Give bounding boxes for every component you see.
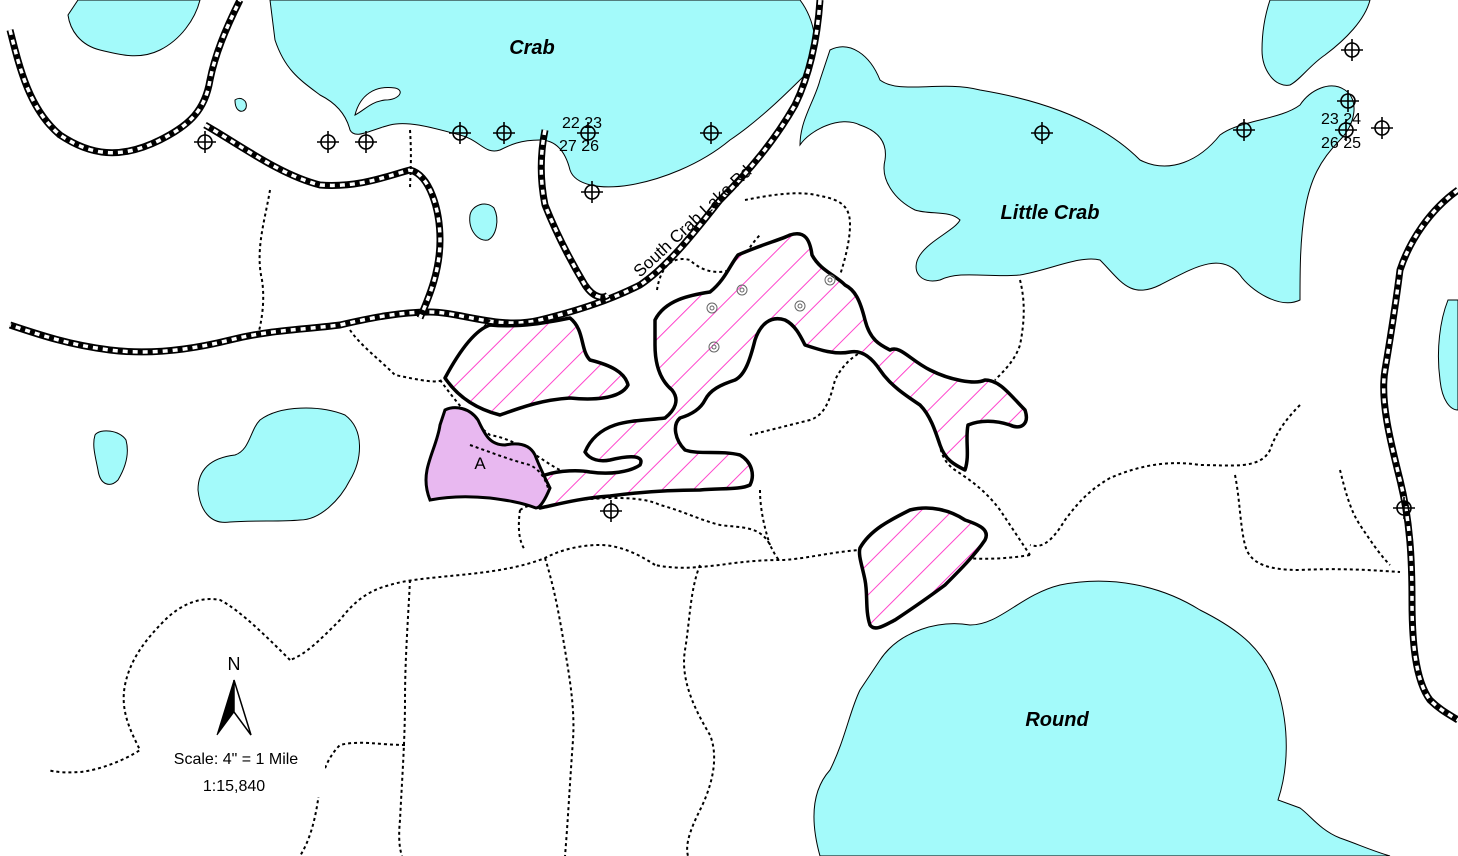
section-corner-icon[interactable] xyxy=(1393,497,1415,519)
trail-22 xyxy=(517,509,526,551)
corner-label-right-top: 23 24 xyxy=(1321,111,1361,128)
north-arrow: N xyxy=(216,654,252,736)
section-corner-icon[interactable] xyxy=(600,500,622,522)
trail-18 xyxy=(683,564,716,856)
scale-ratio: 1:15,840 xyxy=(203,778,265,795)
road-spur-inner xyxy=(539,129,610,299)
section-corner-icon[interactable] xyxy=(493,122,515,144)
section-corner-icon[interactable] xyxy=(577,122,599,144)
small-pond-west xyxy=(93,430,128,485)
trail-1 xyxy=(257,189,271,336)
section-corner-icon[interactable] xyxy=(355,131,377,153)
stand-south xyxy=(857,506,988,630)
stands-layer xyxy=(424,232,1028,630)
trail-7 xyxy=(994,279,1025,381)
section-corner-labels: 22 23 27 26 23 24 26 25 xyxy=(559,111,1361,155)
wetland-symbols xyxy=(706,274,836,353)
west-lake xyxy=(197,407,360,523)
section-corner-icon[interactable] xyxy=(194,131,216,153)
road-connector xyxy=(203,121,444,320)
trail-3 xyxy=(349,319,491,383)
lake-label-little-crab: Little Crab xyxy=(1001,202,1100,224)
road-east xyxy=(1380,187,1458,723)
lake-label-crab: Crab xyxy=(509,37,555,59)
trail-12 xyxy=(1339,469,1391,566)
section-corner-icon[interactable] xyxy=(1233,119,1255,141)
section-corners xyxy=(194,39,1415,522)
stand-a-label: A xyxy=(474,454,486,473)
stand-north xyxy=(443,316,630,417)
trail-6 xyxy=(744,192,852,276)
lake-label-round: Round xyxy=(1025,709,1089,731)
trail-19 xyxy=(299,741,406,856)
stand-central xyxy=(536,232,1028,510)
round-lake xyxy=(813,580,1391,856)
road-east-inner xyxy=(1381,188,1458,722)
section-corner-icon[interactable] xyxy=(700,122,722,144)
trail-15 xyxy=(47,598,291,774)
east-lake xyxy=(1437,299,1458,411)
road-northwest xyxy=(6,0,244,157)
trail-2 xyxy=(409,129,412,191)
section-corner-icon[interactable] xyxy=(317,131,339,153)
road-connector-inner xyxy=(204,123,442,319)
crab-lake-island xyxy=(354,86,401,116)
wetland-symbol-icon xyxy=(794,300,806,312)
scale-bg xyxy=(145,745,325,797)
north-arrow-icon xyxy=(216,679,252,736)
trail-14 xyxy=(289,543,656,661)
trails-layer xyxy=(47,129,1401,856)
wetland-symbol-icon xyxy=(706,302,718,314)
section-corner-icon[interactable] xyxy=(1031,122,1053,144)
wetland-symbol-icon xyxy=(736,284,748,296)
section-corner-icon[interactable] xyxy=(1337,90,1359,112)
trail-20 xyxy=(519,497,781,561)
trail-16 xyxy=(398,579,411,856)
crab-lake xyxy=(269,0,816,188)
little-crab-lake xyxy=(799,46,1355,304)
crab-upper-left-lake xyxy=(67,0,201,57)
north-label: N xyxy=(228,654,241,674)
trail-13 xyxy=(654,548,1031,569)
little-crab-upper-lake xyxy=(1261,0,1371,86)
section-corner-icon[interactable] xyxy=(1341,39,1363,61)
trail-8 xyxy=(749,344,881,436)
trail-4 xyxy=(439,379,561,471)
scale-text: Scale: 4" = 1 Mile xyxy=(174,751,299,768)
trail-11 xyxy=(1234,474,1401,573)
corner-label-left-bottom: 27 26 xyxy=(559,138,599,155)
wetland-symbol-icon xyxy=(824,274,836,286)
section-corner-icon[interactable] xyxy=(449,122,471,144)
trail-5 xyxy=(656,234,761,291)
section-corner-icon[interactable] xyxy=(1371,117,1393,139)
road-south-crab-lake-rd-inner xyxy=(9,0,822,354)
trail-17 xyxy=(544,557,575,856)
roads-layer xyxy=(6,0,1458,723)
corner-label-right-bottom: 26 25 xyxy=(1321,135,1361,152)
trail-10 xyxy=(1029,404,1301,547)
lakes-layer xyxy=(67,0,1458,856)
stand-a-trail xyxy=(469,444,549,489)
corner-label-left-top: 22 23 xyxy=(562,115,602,132)
stand-a xyxy=(424,406,552,510)
section-corner-icon[interactable] xyxy=(1335,119,1357,141)
wetland-symbol-icon xyxy=(708,341,720,353)
crab-small-pond xyxy=(234,97,247,112)
section-corner-icon[interactable] xyxy=(581,181,603,203)
small-pond-center xyxy=(469,203,498,241)
